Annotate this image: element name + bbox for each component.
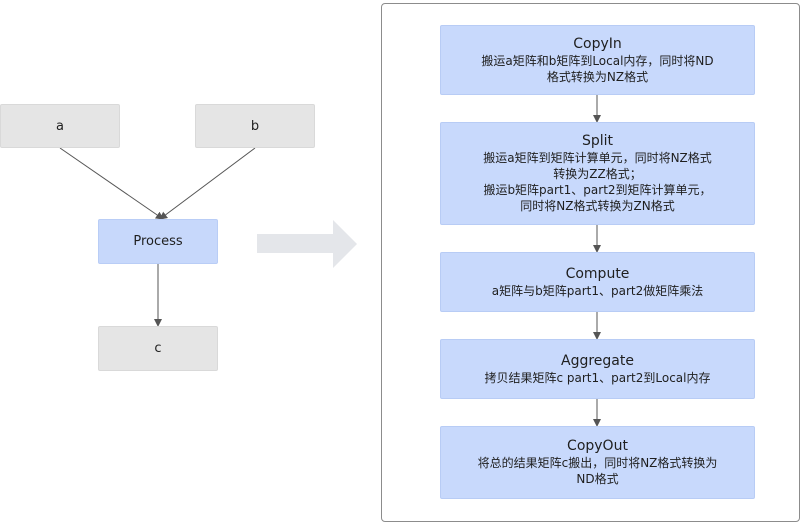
- step-aggregate: Aggregate 拷贝结果矩阵c part1、part2到Local内存: [440, 339, 755, 399]
- step-copyin-title: CopyIn: [573, 35, 622, 52]
- edge-a-to-process: [59, 147, 164, 220]
- step-compute: Compute a矩阵与b矩阵part1、part2做矩阵乘法: [440, 252, 755, 312]
- node-process: Process: [98, 219, 218, 264]
- step-aggregate-desc: 拷贝结果矩阵c part1、part2到Local内存: [484, 370, 711, 385]
- node-b: b: [195, 104, 315, 148]
- step-copyout-desc: 将总的结果矩阵c搬出，同时将NZ格式转换为 ND格式: [477, 456, 718, 486]
- node-c-label: c: [154, 341, 162, 356]
- node-b-label: b: [250, 118, 260, 134]
- step-copyin: CopyIn 搬运a矩阵和b矩阵到Local内存，同时将ND 格式转换为NZ格式: [440, 25, 755, 95]
- node-c: c: [98, 326, 218, 371]
- step-copyout-title: CopyOut: [567, 438, 628, 454]
- step-split: Split 搬运a矩阵到矩阵计算单元，同时将NZ格式 转换为ZZ格式； 搬运b矩…: [440, 122, 755, 225]
- process-detail-panel: [381, 3, 800, 522]
- edge-b-to-process: [159, 147, 256, 220]
- step-copyout: CopyOut 将总的结果矩阵c搬出，同时将NZ格式转换为 ND格式: [440, 426, 755, 499]
- step-copyin-desc: 搬运a矩阵和b矩阵到Local内存，同时将ND 格式转换为NZ格式: [481, 53, 714, 84]
- transition-arrow: [257, 220, 357, 268]
- step-compute-desc: a矩阵与b矩阵part1、part2做矩阵乘法: [491, 283, 704, 298]
- node-a-label: a: [56, 118, 64, 134]
- node-a: a: [0, 104, 120, 148]
- step-aggregate-title: Aggregate: [561, 352, 634, 369]
- step-compute-title: Compute: [565, 265, 630, 282]
- step-split-title: Split: [581, 133, 614, 149]
- step-split-desc: 搬运a矩阵到矩阵计算单元，同时将NZ格式 转换为ZZ格式； 搬运b矩阵part1…: [483, 151, 712, 213]
- node-process-label: Process: [133, 234, 183, 249]
